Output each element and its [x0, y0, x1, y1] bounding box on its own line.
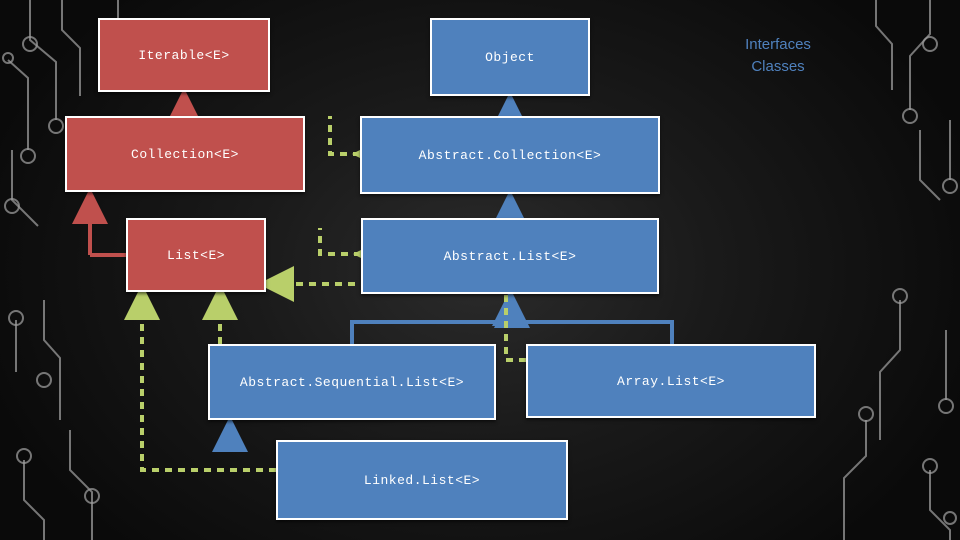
node-iterable[interactable]: Iterable<E>: [98, 18, 270, 92]
node-abstract-list[interactable]: Abstract.List<E>: [361, 218, 659, 294]
node-abstract-sequential-list[interactable]: Abstract.Sequential.List<E>: [208, 344, 496, 420]
circuit-decoration-right: [843, 0, 958, 540]
node-array-list[interactable]: Array.List<E>: [526, 344, 816, 418]
legend: Interfaces Classes: [720, 34, 836, 78]
node-object[interactable]: Object: [430, 18, 590, 96]
edge-abslist-implements-list: [318, 228, 389, 272]
node-linked-list[interactable]: Linked.List<E>: [276, 440, 568, 520]
edge-arraylist-to-abslist: [494, 292, 674, 344]
node-collection[interactable]: Collection<E>: [65, 116, 305, 192]
node-list[interactable]: List<E>: [126, 218, 266, 292]
node-abstract-collection[interactable]: Abstract.Collection<E>: [360, 116, 660, 194]
legend-interfaces-label: Interfaces: [745, 36, 811, 53]
legend-classes-label: Classes: [751, 58, 805, 75]
edge-absseq-to-abslist: [350, 290, 528, 344]
edge-abscoll-implements-collection: [328, 116, 388, 172]
